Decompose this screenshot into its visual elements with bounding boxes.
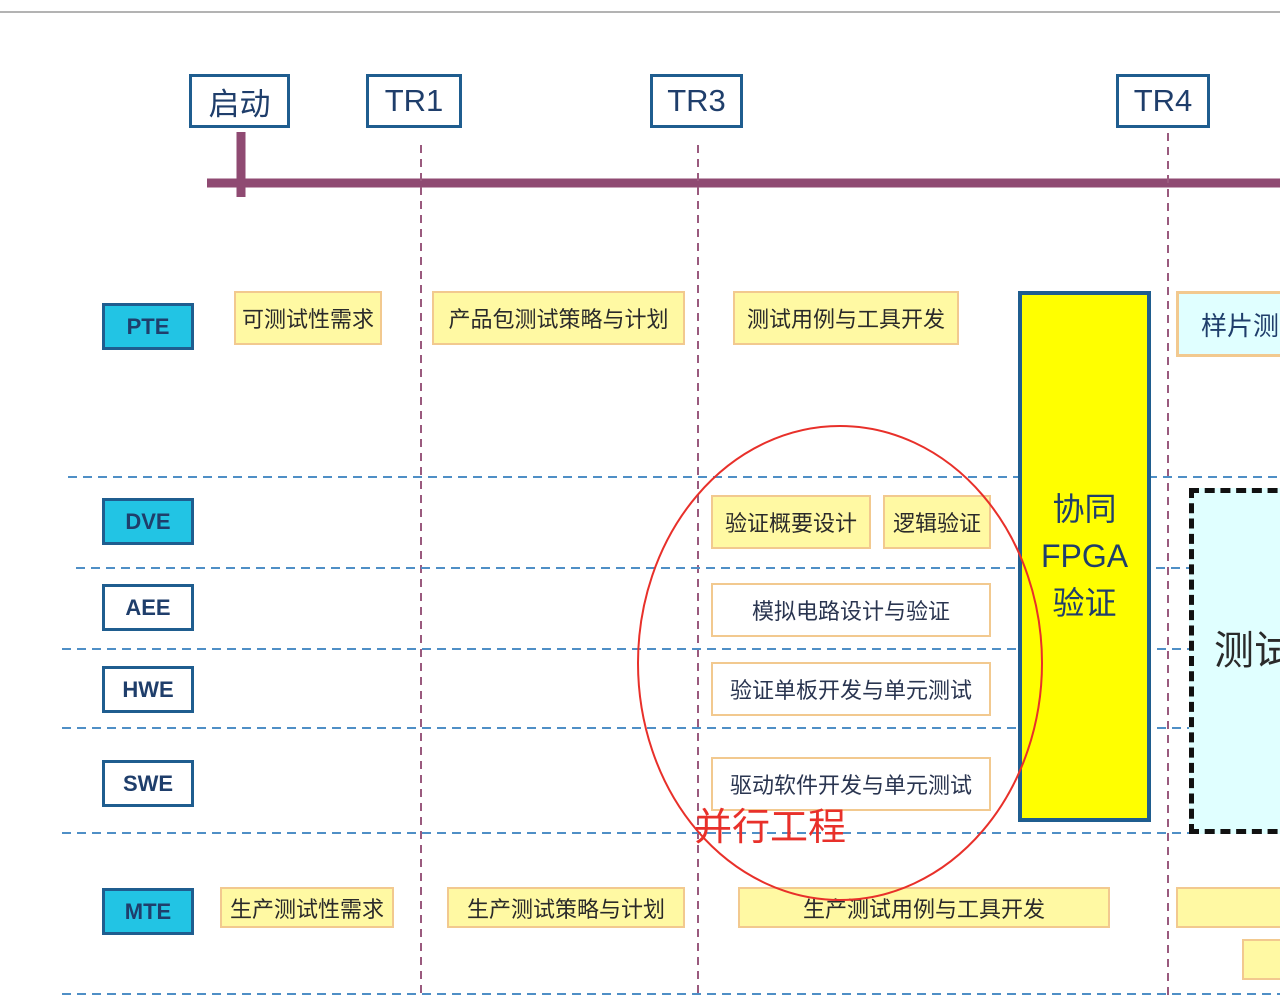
- task-mte-production-testability: 生产测试性需求: [220, 887, 394, 928]
- role-aee-label: AEE: [125, 594, 171, 620]
- task-mte-production-cases-tools: 生产测试用例与工具开发: [738, 887, 1110, 928]
- role-mte: MTE: [102, 888, 194, 935]
- test-region-label: 测试: [1214, 628, 1280, 674]
- milestone-tr1-label: TR1: [384, 83, 444, 118]
- test-region: 测试: [1189, 488, 1280, 834]
- fpga-co-verification-block: 协同 FPGA 验证: [1018, 291, 1151, 822]
- role-dve-label: DVE: [125, 508, 171, 534]
- role-swe: SWE: [102, 760, 194, 807]
- milestone-tr4: TR4: [1116, 74, 1210, 128]
- milestone-tr3: TR3: [650, 74, 743, 128]
- task-aee-analog-circuit: 模拟电路设计与验证: [711, 583, 991, 637]
- task-hwe-board-development: 验证单板开发与单元测试: [711, 662, 991, 716]
- task-dve-logic-verification: 逻辑验证: [883, 495, 991, 549]
- fpga-line-3: 验证: [1052, 585, 1117, 621]
- parallel-engineering-label: 并行工程: [694, 805, 847, 849]
- role-pte: PTE: [102, 303, 194, 350]
- fpga-line-1: 协同: [1052, 491, 1117, 527]
- role-hwe-label: HWE: [122, 676, 174, 702]
- milestone-start: 启动: [189, 74, 290, 128]
- milestone-start-label: 启动: [208, 86, 271, 122]
- task-pte-test-strategy-plan: 产品包测试策略与计划: [432, 291, 685, 345]
- task-pte-test-cases-tools: 测试用例与工具开发: [733, 291, 959, 345]
- milestone-tr3-label: TR3: [667, 83, 726, 118]
- task-mte-production-strategy: 生产测试策略与计划: [447, 887, 685, 928]
- fpga-line-2: FPGA: [1040, 538, 1129, 574]
- task-dve-verification-design: 验证概要设计: [711, 495, 871, 549]
- role-swe-label: SWE: [122, 770, 174, 796]
- task-mte-continuation-2: [1242, 939, 1280, 980]
- role-pte-label: PTE: [126, 313, 170, 339]
- milestone-tr1: TR1: [366, 74, 462, 128]
- role-mte-label: MTE: [124, 898, 172, 924]
- milestone-tr4-label: TR4: [1133, 83, 1193, 118]
- task-pte-testability-requirements: 可测试性需求: [234, 291, 382, 345]
- role-aee: AEE: [102, 584, 194, 631]
- task-pte-sample-test: 样片测: [1176, 291, 1280, 357]
- role-hwe: HWE: [102, 666, 194, 713]
- role-dve: DVE: [102, 498, 194, 545]
- task-mte-continuation-1: [1176, 887, 1280, 928]
